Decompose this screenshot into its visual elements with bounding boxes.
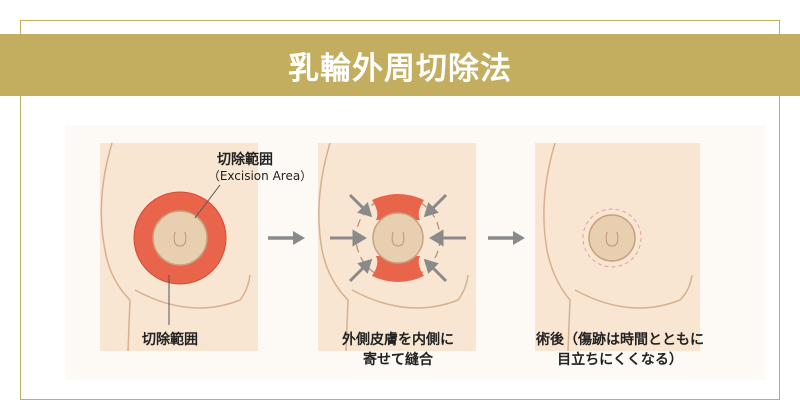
- nipple: [173, 231, 187, 247]
- arrow-2: [488, 231, 525, 245]
- scar-line: [582, 208, 642, 268]
- panel-before: [100, 142, 258, 352]
- page-title: 乳輪外周切除法: [288, 50, 512, 87]
- compression-arrows: [330, 193, 466, 283]
- excision-area-label: 切除範囲: [217, 152, 273, 168]
- title-band: 乳輪外周切除法: [0, 34, 800, 96]
- panel2-caption: 外側皮膚を内側に 寄せて縫合: [318, 330, 478, 370]
- panel2-caption-line1: 外側皮膚を内側に: [342, 332, 454, 348]
- excision-top: [372, 194, 424, 220]
- panel2-caption-line2: 寄せて縫合: [363, 352, 433, 368]
- areola: [152, 210, 208, 266]
- outer-frame: [20, 20, 780, 400]
- arrow-1: [268, 231, 305, 245]
- panel-after: [535, 142, 700, 352]
- panel3-caption-line1: 術後（傷跡は時間とともに: [536, 332, 704, 348]
- panel3-caption: 術後（傷跡は時間とともに 目立ちにくくなる）: [520, 330, 720, 370]
- leader-line-top: [194, 184, 221, 219]
- excision-bottom: [372, 256, 424, 282]
- panel1-caption: 切除範囲: [142, 332, 198, 348]
- panel-suture: [318, 142, 476, 352]
- panel3-caption-line2: 目立ちにくくなる）: [557, 352, 683, 368]
- excision-area-label-en: （Excision Area）: [207, 169, 313, 183]
